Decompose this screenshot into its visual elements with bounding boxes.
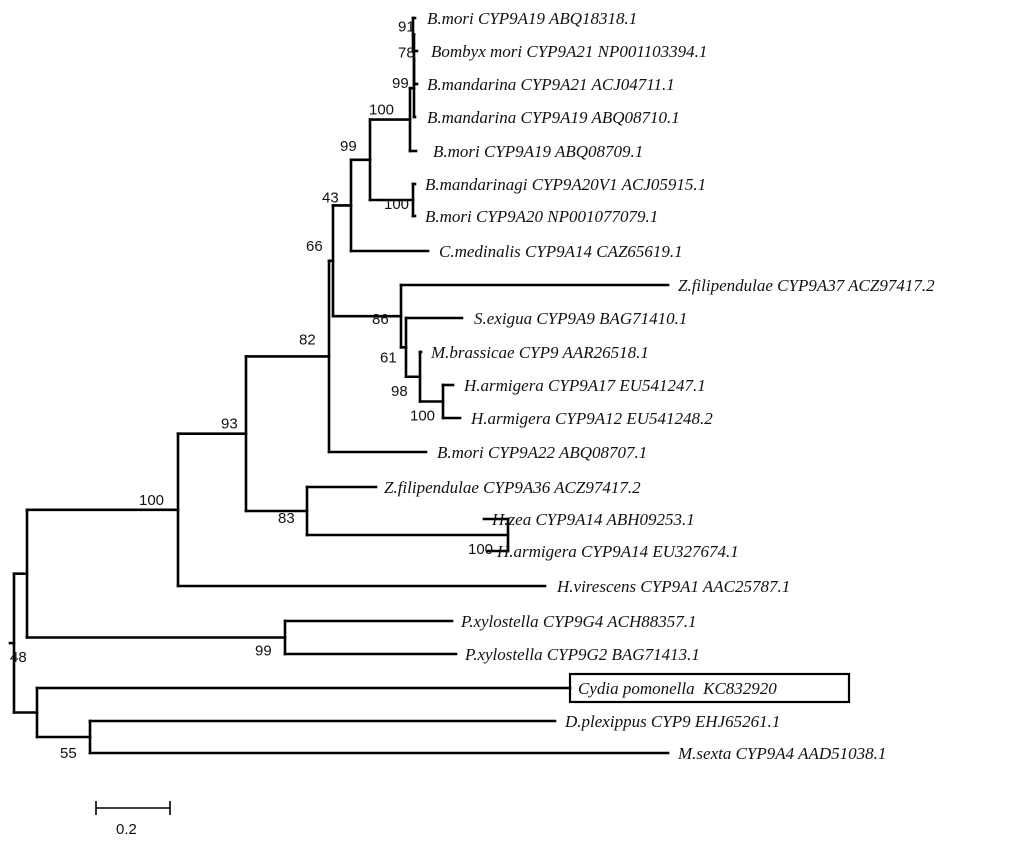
leaf-label-l6: B.mandarinagi CYP9A20V1 ACJ05915.1	[425, 175, 706, 194]
leaf-label-l13: H.armigera CYP9A12 EU541248.2	[470, 409, 713, 428]
leaf-label-l9: Z.filipendulae CYP9A37 ACZ97417.2	[678, 276, 935, 295]
bootstrap-value-n_l12l13: 100	[410, 408, 435, 425]
leaf-label-l14: B.mori CYP9A22 ABQ08707.1	[437, 443, 647, 462]
leaf-label-l17: H.armigera CYP9A14 EU327674.1	[496, 542, 739, 561]
leaf-label-l16: H.zea CYP9A14 ABH09253.1	[491, 510, 695, 529]
leaf-label-l3: B.mandarina CYP9A21 ACJ04711.1	[427, 75, 675, 94]
bootstrap-value-n_l1l14b: 82	[299, 331, 316, 348]
bootstrap-value-n_l19l20: 99	[255, 643, 272, 660]
leaf-label-l18: H.virescens CYP9A1 AAC25787.1	[556, 577, 790, 596]
leaf-label-l21: Cydia pomonella KC832920	[578, 679, 777, 698]
leaf-label-l5: B.mori CYP9A19 ABQ08709.1	[433, 142, 643, 161]
bootstrap-value-n_l1l8: 43	[322, 189, 339, 206]
leaf-label-l2: Bombyx mori CYP9A21 NP001103394.1	[431, 42, 707, 61]
leaf-label-l15: Z.filipendulae CYP9A36 ACZ97417.2	[384, 478, 641, 497]
leaf-label-l11: M.brassicae CYP9 AAR26518.1	[430, 343, 649, 362]
bootstrap-value-n_l3l4: 99	[392, 75, 409, 92]
highlight-box	[568, 672, 851, 704]
leaf-label-l1: B.mori CYP9A19 ABQ18318.1	[427, 9, 637, 28]
leaf-label-l20: P.xylostella CYP9G2 BAG71413.1	[464, 645, 700, 664]
bootstrap-value-n_l11l13: 98	[391, 383, 408, 400]
bootstrap-value-n_l2l3: 78	[398, 44, 415, 61]
bootstrap-value-n_l1l2: 91	[398, 19, 415, 36]
leaf-label-l12: H.armigera CYP9A17 EU541247.1	[463, 376, 706, 395]
leaf-label-l10: S.exigua CYP9A9 BAG71410.1	[474, 309, 687, 328]
bootstrap-value-n_l1l7: 99	[340, 138, 357, 155]
bootstrap-value-n_l10l13: 61	[380, 349, 397, 366]
scale-bar: 0.2	[95, 801, 171, 838]
bootstrap-value-n_l1l17: 93	[221, 416, 238, 433]
leaf-label-l7: B.mori CYP9A20 NP001077079.1	[425, 207, 658, 226]
leaf-label-l19: P.xylostella CYP9G4 ACH88357.1	[460, 612, 697, 631]
tree-branches	[8, 16, 670, 755]
leaf-label-l23: M.sexta CYP9A4 AAD51038.1	[677, 744, 886, 763]
bootstrap-value-n_l9l13: 86	[372, 311, 389, 328]
leaf-label-l4: B.mandarina CYP9A19 ABQ08710.1	[427, 108, 680, 127]
bootstrap-value-n_l22l23: 55	[60, 745, 77, 762]
scale-bar-label: 0.2	[116, 821, 137, 838]
bootstrap-value-n_l16l17: 100	[468, 541, 493, 558]
leaf-label-l8: C.medinalis CYP9A14 CAZ65619.1	[439, 242, 683, 261]
bootstrap-value-n_l6l7: 100	[384, 196, 409, 213]
bootstrap-value-n_l1l14: 66	[306, 238, 323, 255]
bootstrap-value-n_l15l17: 83	[278, 510, 295, 527]
bootstrap-value-n_root: 48	[10, 649, 27, 666]
leaf-label-l22: D.plexippus CYP9 EHJ65261.1	[564, 712, 780, 731]
bootstrap-values: 9178991009910043668661981008293831001009…	[10, 19, 493, 763]
bootstrap-value-n_l1l18: 100	[139, 492, 164, 509]
bootstrap-value-n_l1l5: 100	[369, 102, 394, 119]
